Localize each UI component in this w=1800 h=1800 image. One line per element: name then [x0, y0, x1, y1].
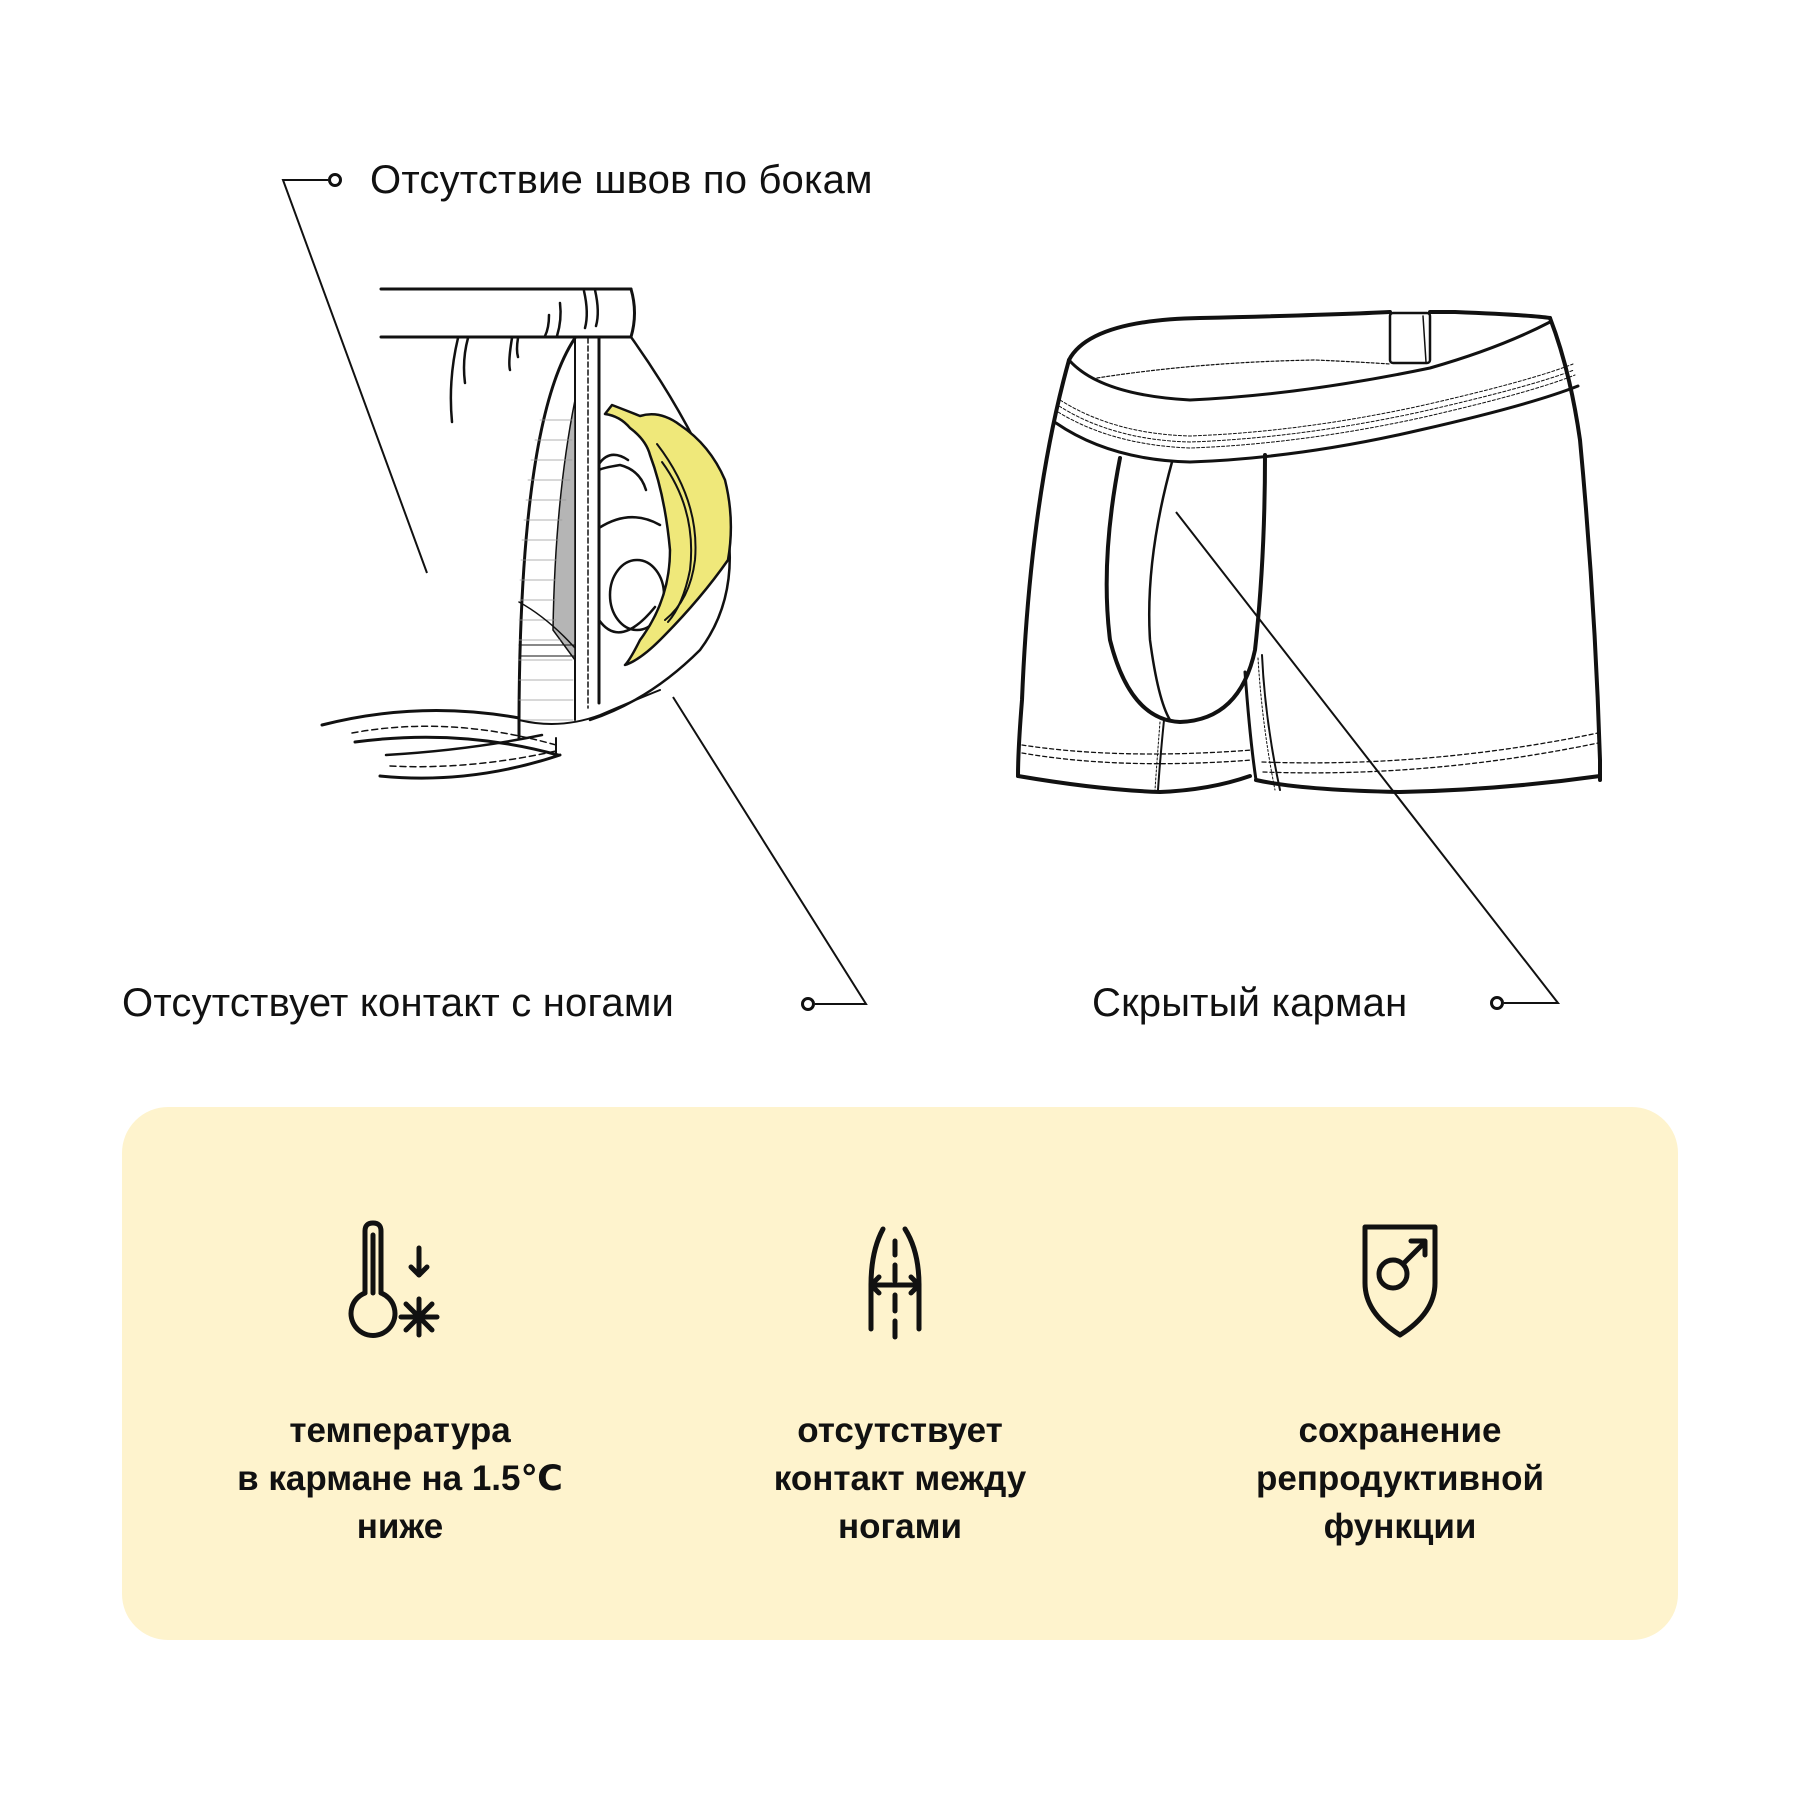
features-panel: температура в кармане на 1.5℃ ниже отсут… — [122, 1107, 1678, 1640]
side-seam-illustration — [320, 287, 733, 780]
leader-lines — [281, 173, 1561, 1011]
callout-no-leg-contact: Отсутствует контакт с ногами — [122, 981, 675, 1025]
thermometer-cold-icon — [348, 1220, 440, 1338]
feature-no-contact-caption: отсутствует контакт между ногами — [773, 1411, 1027, 1546]
callout-side-seams: Отсутствие швов по бокам — [370, 158, 873, 202]
boxer-briefs-illustration — [1016, 310, 1602, 794]
legs-gap-icon — [868, 1226, 922, 1340]
shield-male-icon — [1362, 1224, 1438, 1338]
feature-reproductive-caption: сохранение репродуктивной функции — [1255, 1411, 1545, 1546]
feature-temperature-caption: температура в кармане на 1.5℃ ниже — [237, 1411, 563, 1546]
callout-hidden-pocket: Скрытый карман — [1092, 981, 1408, 1025]
